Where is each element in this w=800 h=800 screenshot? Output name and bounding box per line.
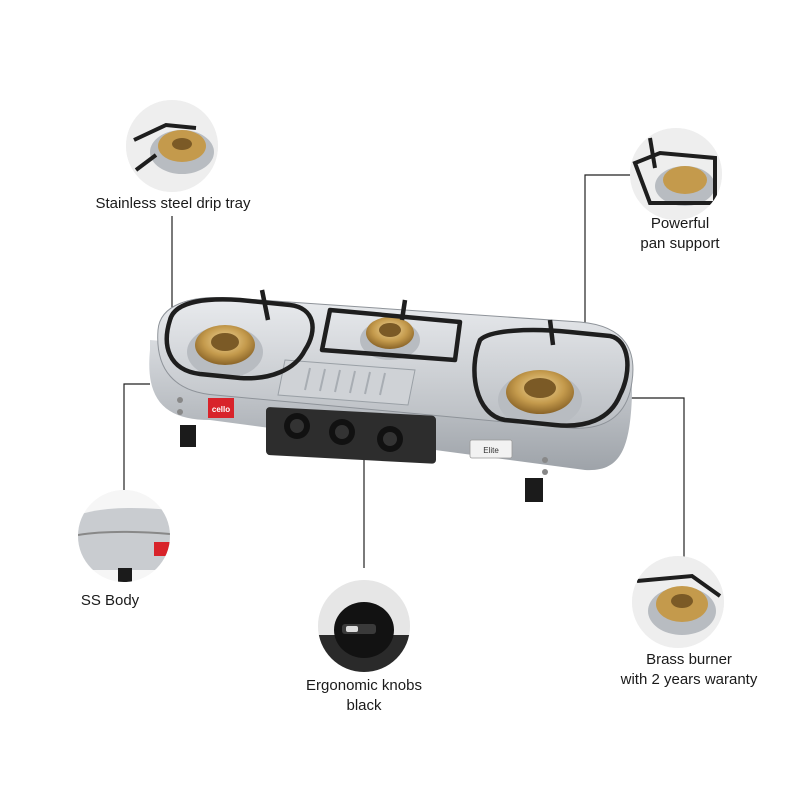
- detail-circle-knobs: [318, 580, 410, 672]
- brand-logo-text: cello: [212, 405, 230, 414]
- feature-text-line: Powerful: [650, 215, 710, 232]
- feature-text-line: Brass burner: [646, 651, 732, 668]
- feature-text-line: Ergonomic knobs: [306, 677, 422, 694]
- burner-right: [498, 370, 582, 428]
- detail-circle-pan-support: [630, 128, 722, 220]
- model-badge-text: Elite: [483, 446, 499, 455]
- stove-foot: [180, 425, 196, 447]
- leader-line-pan-support: [584, 174, 634, 340]
- feature-label-pan-support: Powerful pan support: [610, 214, 750, 254]
- leader-line-ss-body: [123, 383, 150, 490]
- control-knobs: [284, 413, 403, 452]
- feature-text-line: with 2 years waranty: [620, 671, 758, 688]
- burner-center: [360, 317, 420, 360]
- feature-label-knobs: Ergonomic knobs black: [280, 676, 448, 716]
- detail-circle-drip-tray: [126, 100, 218, 192]
- stove-foot: [525, 478, 543, 502]
- feature-text-line: black: [346, 697, 382, 714]
- model-badge: [469, 439, 513, 459]
- feature-text-line: pan support: [640, 235, 720, 252]
- feature-label-brass-burner: Brass burner with 2 years waranty: [594, 650, 784, 690]
- feature-label-ss-body: SS Body: [60, 591, 160, 611]
- detail-circle-brass-burner: [632, 556, 724, 648]
- brand-logo-red: [208, 398, 234, 418]
- feature-text: Stainless steel drip tray: [95, 195, 251, 212]
- pan-supports: [164, 289, 630, 428]
- burner-left: [187, 325, 263, 378]
- feature-label-drip-tray: Stainless steel drip tray: [80, 194, 266, 214]
- feature-text: SS Body: [80, 592, 140, 609]
- detail-circle-ss-body: [78, 490, 170, 582]
